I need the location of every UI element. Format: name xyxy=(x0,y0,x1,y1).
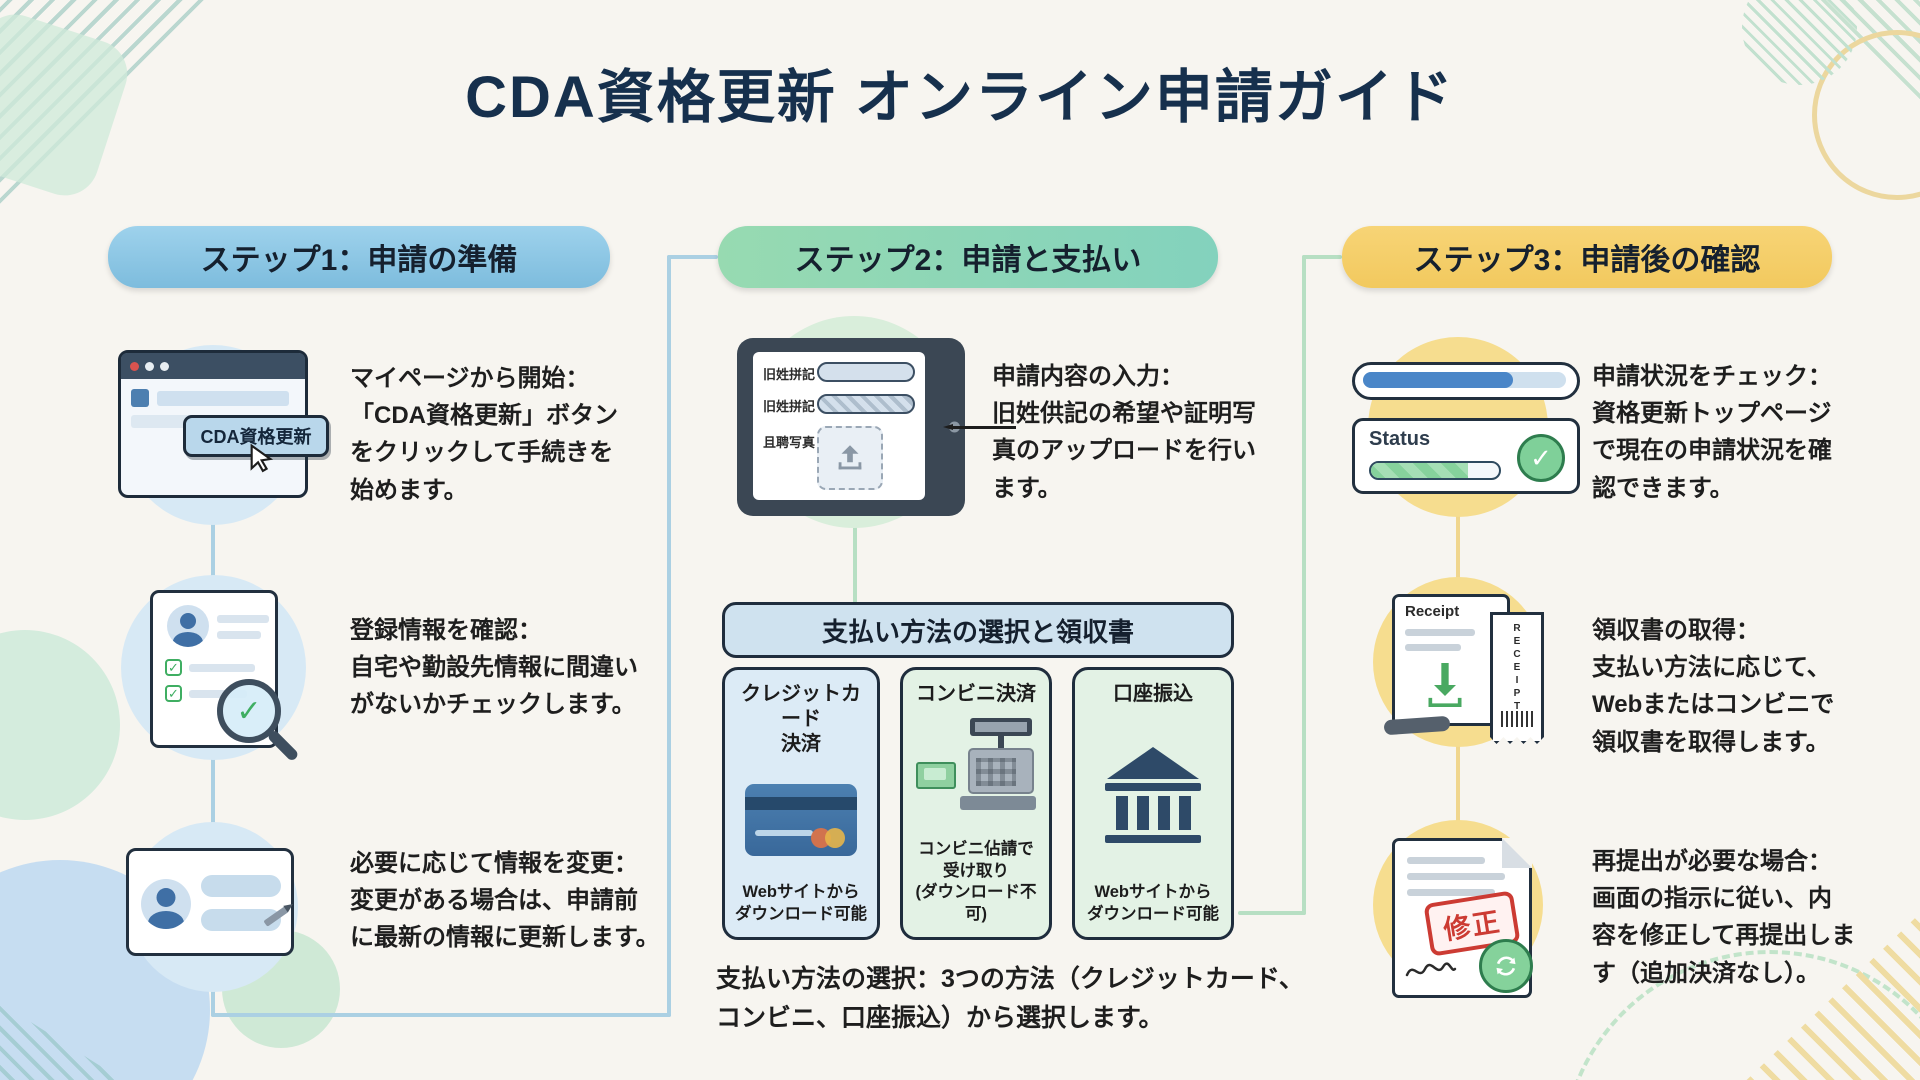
receipt-curl xyxy=(1383,715,1451,736)
checkbox-icon: ✓ xyxy=(165,685,182,702)
tablet-field-label: 旧姓拼記 xyxy=(763,399,816,414)
tablet-field-label: 旧姓拼記 xyxy=(763,367,816,382)
cash-register-icon xyxy=(916,718,1036,828)
status-box-icon: Status ✓ xyxy=(1352,418,1580,494)
payment-card-bank: 口座振込 Webサイトから ダウンロード可能 xyxy=(1072,667,1234,940)
status-progress xyxy=(1369,461,1501,480)
tablet-icon: 旧姓拼記 旧姓拼記 且聘写真 xyxy=(737,338,965,516)
barcode xyxy=(1501,711,1533,727)
card-line xyxy=(189,690,247,698)
stylus-icon xyxy=(943,424,1016,430)
step1-header: ステップ1：申請の準備 xyxy=(108,226,610,288)
refresh-icon xyxy=(1479,939,1533,993)
page-fold xyxy=(1502,838,1532,868)
status-label: Status xyxy=(1369,428,1431,450)
connector-step2-step3-bottom xyxy=(1238,911,1306,915)
payment-card-title: クレジットカード 決済 xyxy=(741,683,861,755)
avatar-icon xyxy=(141,879,191,929)
window-dot-icon xyxy=(145,361,154,371)
browser-window-icon: CDA資格更新 xyxy=(118,350,329,498)
upload-dropzone xyxy=(817,426,883,490)
upload-icon xyxy=(838,445,862,470)
mouse-cursor-icon xyxy=(250,443,274,473)
form-input-row xyxy=(201,909,281,931)
step1-item3-text: 必要に応じて情報を変更： 変更がある場合は、申請前 に最新の情報に更新します。 xyxy=(350,850,660,952)
magnifier-check-icon: ✓ xyxy=(217,679,281,743)
step2-header: ステップ2：申請と支払い xyxy=(718,226,1218,288)
step3-header: ステップ3：申請後の確認 xyxy=(1342,226,1832,288)
decor-hatch-bottomleft xyxy=(0,990,170,1080)
payment-section-title: 支払い方法の選択と領収書 xyxy=(722,602,1234,658)
payment-card-title: 口座振込 xyxy=(1113,683,1193,705)
receipt-strip-label: RECEIPT xyxy=(1511,623,1523,714)
credit-card-icon xyxy=(745,783,857,856)
connector-step2-step3-vertical xyxy=(1302,255,1306,915)
step1-item1-text: マイページから開始： 「CDA資格更新」ボタン をクリックして手続きを 始めます… xyxy=(350,365,618,504)
payment-card-title: コンビニ決済 xyxy=(916,683,1036,705)
window-dot-icon xyxy=(160,361,169,371)
payment-card-credit: クレジットカード 決済 Webサイトから ダウンロード可能 xyxy=(722,667,880,940)
decor-circle-left-green xyxy=(0,630,120,820)
checkbox-icon: ✓ xyxy=(165,659,182,676)
connector-tablet-payment xyxy=(853,516,857,606)
id-card-icon: ✓ ✓ ✓ xyxy=(150,590,281,748)
step3-item1-text: 申請状況をチェック： 資格更新トップページ で現在の申請状況を確 認できます。 xyxy=(1592,363,1832,502)
step3-item3-text: 再提出が必要な場合： 画面の指示に従い、内 容を修正して再提出しま す（追加決済… xyxy=(1592,848,1856,987)
tablet-field-label: 且聘写真 xyxy=(763,435,816,450)
browser-sidebar-block xyxy=(131,389,149,407)
payment-card-note: Webサイトから ダウンロード可能 xyxy=(735,883,867,923)
card-line xyxy=(217,615,269,623)
page-title: CDA資格更新 オンライン申請ガイド xyxy=(465,65,1455,130)
connector-step1-step2-vertical xyxy=(667,255,671,1017)
card-line xyxy=(217,631,261,639)
bank-icon xyxy=(1105,746,1201,843)
check-circle-icon: ✓ xyxy=(1517,434,1565,482)
window-dot-red-icon xyxy=(130,361,139,371)
signature-squiggle xyxy=(1405,962,1457,977)
payment-card-note: Webサイトから ダウンロード可能 xyxy=(1087,883,1219,923)
step3-item2-text: 領収書の取得： 支払い方法に応じて、 Webまたはコンビニで 領収書を取得します… xyxy=(1592,617,1835,756)
profile-form-icon xyxy=(126,848,294,956)
payment-card-note: コンビニ佔請で 受け取り (ダウンロード不可) xyxy=(915,840,1037,923)
download-icon xyxy=(1428,663,1462,707)
receipt-title: Receipt xyxy=(1405,603,1460,620)
step2-footer-text: 支払い方法の選択：3つの方法（クレジットカード、 コンビニ、口座振込）から選択し… xyxy=(716,965,1304,1032)
receipt-strip: RECEIPT xyxy=(1490,612,1544,744)
tablet-input-filled xyxy=(817,394,915,414)
progress-bar-icon xyxy=(1352,362,1580,400)
step1-item2-text: 登録情報を確認： 自宅や勤設先情報に間違い がないかチェックします。 xyxy=(350,617,638,719)
tablet-screen: 旧姓拼記 旧姓拼記 且聘写真 xyxy=(753,352,925,500)
step2-item1-text: 申請内容の入力： 旧姓供記の希望や証明写 真のアップロードを行い ます。 xyxy=(992,363,1256,502)
form-input-row xyxy=(201,875,281,897)
tablet-input xyxy=(817,362,915,382)
connector-step2-header-stub xyxy=(667,255,718,259)
document-icon: 修正 xyxy=(1392,838,1533,998)
receipt-icon: Receipt RECEIPT xyxy=(1383,586,1562,751)
browser-titlebar xyxy=(121,353,305,379)
connector-step1-bottom xyxy=(211,1013,671,1017)
card-line xyxy=(189,664,255,672)
browser-content-row xyxy=(157,391,289,406)
avatar-icon xyxy=(167,605,209,647)
payment-card-konbini: コンビニ決済 コンビニ佔請で 受け取り (ダウンロード不可) xyxy=(900,667,1052,940)
connector-step3-header-stub xyxy=(1302,255,1342,259)
